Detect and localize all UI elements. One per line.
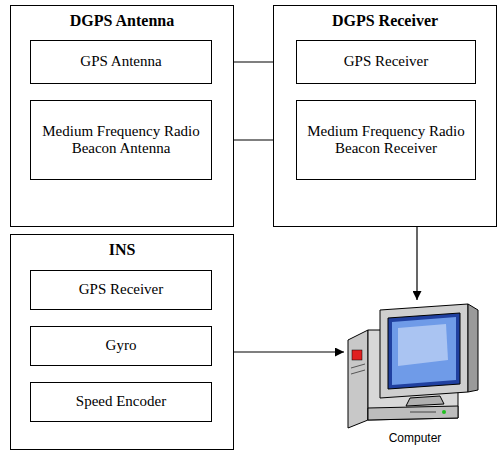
ins-part-box: GPS Receiver [30, 270, 212, 310]
node-label: Gyro [106, 337, 137, 354]
ins-part-box: Speed Encoder [30, 382, 212, 422]
node-label: Computer [340, 432, 490, 446]
antenna-box: GPS Antenna [30, 40, 212, 84]
node-label: GPS Receiver [79, 281, 164, 298]
receiver-box: Medium Frequency Radio Beacon Receiver [296, 100, 476, 180]
receiver-group: DGPS ReceiverGPS ReceiverMedium Frequenc… [273, 5, 497, 227]
group-heading: INS [11, 241, 233, 259]
computer-illustration [340, 300, 490, 430]
computer-node: Computer [340, 300, 490, 448]
node-label: Medium Frequency Radio Beacon Antenna [37, 123, 205, 158]
node-label: Speed Encoder [76, 393, 166, 410]
antenna-box: Medium Frequency Radio Beacon Antenna [30, 100, 212, 180]
receiver-box: GPS Receiver [296, 40, 476, 84]
node-label: GPS Receiver [344, 53, 429, 70]
group-heading: DGPS Antenna [11, 12, 233, 30]
antenna-group: DGPS AntennaGPS AntennaMedium Frequency … [10, 5, 234, 227]
node-label: Medium Frequency Radio Beacon Receiver [303, 123, 469, 158]
connector-arrow [416, 227, 417, 300]
group-heading: DGPS Receiver [274, 12, 496, 30]
ins-part-box: Gyro [30, 326, 212, 366]
connector-arrow [234, 351, 344, 352]
ins-group: INS GPS ReceiverGyroSpeed Encoder [10, 234, 234, 450]
node-label: GPS Antenna [80, 53, 161, 70]
